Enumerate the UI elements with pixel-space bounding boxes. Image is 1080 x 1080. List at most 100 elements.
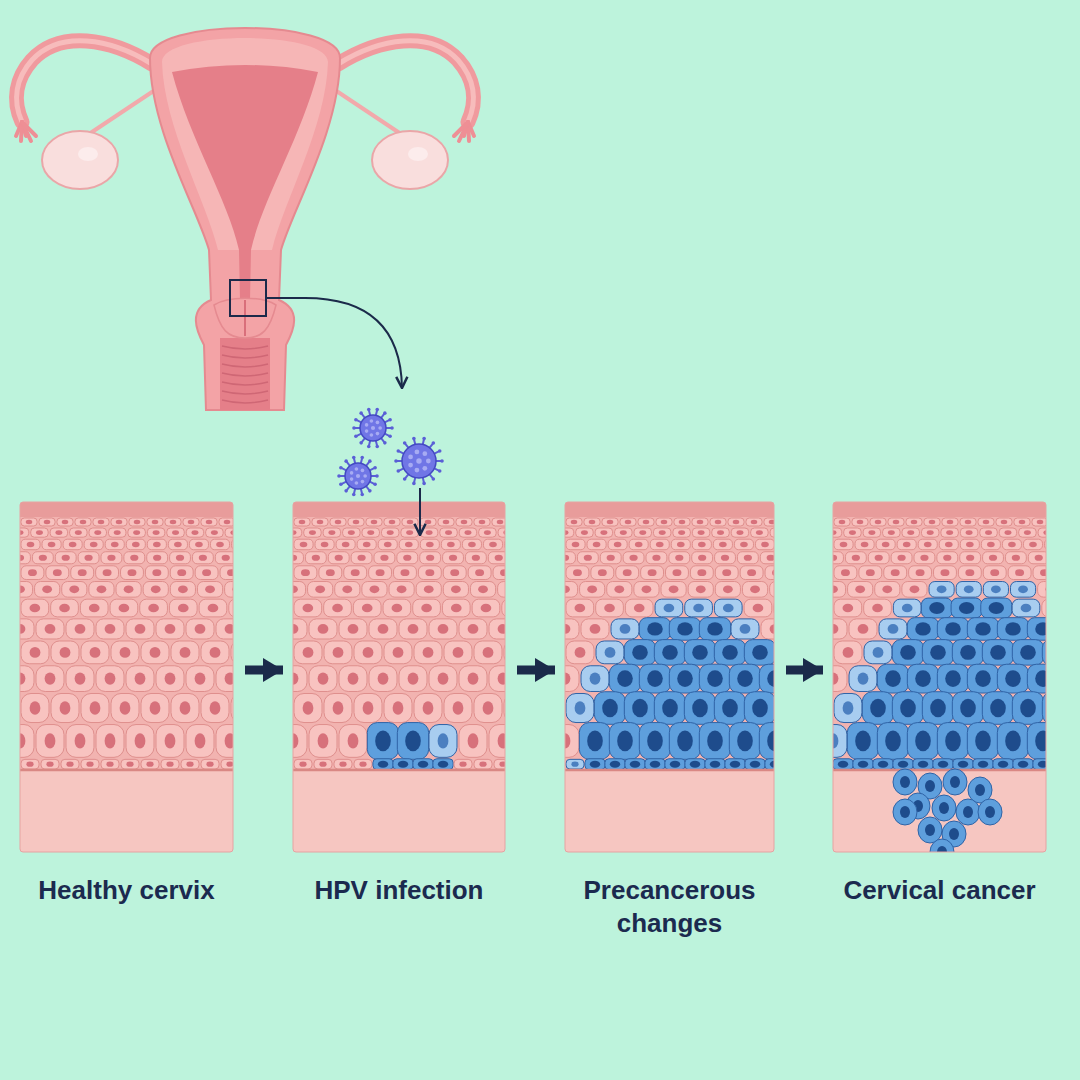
cell-nucleus	[581, 530, 588, 535]
cell-nucleus	[722, 645, 738, 660]
stage-panel: Cervical cancer	[833, 502, 1046, 852]
epithelial-cell	[308, 582, 333, 598]
epithelial-cell	[761, 619, 774, 639]
epithelial-cell	[21, 518, 37, 526]
epithelial-cell	[980, 528, 997, 537]
cell-nucleus	[357, 555, 365, 561]
cell-nucleus	[833, 673, 838, 685]
virus-spike-tip	[438, 449, 442, 453]
epithelial-cell	[712, 528, 729, 537]
epithelial-cell	[760, 552, 774, 564]
cell-nucleus	[362, 604, 373, 613]
cell-nucleus	[135, 673, 146, 685]
epithelial-cell	[983, 552, 1004, 564]
epithelial-cell	[1023, 539, 1042, 550]
cell-nucleus	[293, 673, 298, 685]
cell-nucleus	[900, 645, 916, 660]
epithelium-ground	[20, 502, 233, 852]
epithelial-cell	[197, 582, 222, 598]
abnormal-cell	[655, 599, 683, 617]
cell-nucleus	[451, 604, 462, 613]
cell-nucleus	[939, 802, 949, 814]
epithelial-cell	[20, 619, 34, 639]
cell-nucleus	[707, 731, 723, 752]
epithelial-cell	[960, 518, 976, 526]
cell-nucleus	[841, 569, 850, 576]
epithelial-cell	[634, 582, 659, 598]
epithelial-cell	[294, 566, 317, 580]
cell-nucleus	[861, 542, 869, 548]
cell-nucleus	[348, 733, 359, 748]
abnormal-cell	[1027, 618, 1046, 641]
abnormal-cell	[605, 759, 625, 770]
abnormal-cell	[1042, 640, 1046, 665]
epithelial-cell	[981, 539, 1000, 550]
cell-nucleus	[180, 647, 191, 658]
cell-nucleus	[677, 670, 693, 687]
cell-nucleus	[120, 647, 131, 658]
abnormal-cell	[922, 640, 953, 665]
cell-nucleus	[756, 530, 763, 535]
epithelial-cell	[902, 528, 919, 537]
abnormal-cell	[669, 618, 700, 641]
cell-nucleus	[767, 555, 774, 561]
cell-nucleus	[423, 701, 434, 715]
epithelial-cell	[1002, 539, 1021, 550]
virus-capsomere	[363, 474, 367, 478]
epithelial-cell	[474, 693, 502, 722]
cell-nucleus	[26, 520, 32, 524]
epithelial-cell	[20, 582, 33, 598]
epithelial-cell	[834, 566, 857, 580]
cell-nucleus	[565, 555, 569, 561]
abnormal-cell	[953, 759, 973, 770]
epithelial-cell	[220, 566, 233, 580]
epithelial-cell	[420, 518, 436, 526]
epithelial-cell	[315, 539, 334, 550]
cell-nucleus	[315, 585, 325, 593]
epithelial-cell	[304, 528, 321, 537]
zoom-arrow	[266, 298, 402, 388]
cell-nucleus	[424, 585, 434, 593]
virus-spike-tip	[383, 411, 387, 415]
abnormal-cell	[367, 723, 398, 760]
epithelial-cell	[1042, 599, 1046, 617]
cell-nucleus	[698, 530, 705, 535]
cell-nucleus	[964, 585, 974, 593]
cell-nucleus	[60, 647, 71, 658]
epithelial-cell	[742, 582, 767, 598]
epithelial-cell	[70, 528, 87, 537]
cell-nucleus	[69, 542, 77, 548]
cell-nucleus	[48, 542, 56, 548]
epithelial-cell	[584, 518, 600, 526]
virus-spike-tip	[422, 437, 426, 441]
virus-spike-tip	[375, 408, 379, 412]
cell-nucleus	[949, 828, 959, 840]
epithelial-cell	[328, 552, 349, 564]
cell-nucleus	[186, 762, 193, 767]
cell-nucleus	[107, 555, 115, 561]
cell-nucleus	[750, 585, 760, 593]
epithelial-cell	[80, 599, 108, 617]
epithelial-cell	[468, 566, 491, 580]
virus-spike-tip	[388, 418, 392, 422]
abnormal-cell	[1012, 692, 1043, 725]
abnormal-cell	[705, 759, 725, 770]
abnormal-cell	[1012, 599, 1040, 617]
virus-spike-tip	[339, 482, 343, 486]
abnormal-cell	[892, 692, 923, 725]
cell-nucleus	[882, 585, 892, 593]
cell-nucleus	[53, 569, 62, 576]
cell-nucleus	[737, 731, 753, 752]
abnormal-cell	[967, 723, 998, 760]
uterus-illustration	[16, 28, 474, 410]
cell-nucleus	[858, 673, 869, 685]
cell-nucleus	[348, 624, 359, 634]
epithelial-cell	[566, 539, 585, 550]
cell-nucleus	[878, 761, 888, 768]
cell-nucleus	[28, 569, 37, 576]
epithelial-cell	[746, 518, 762, 526]
abnormal-cell	[699, 618, 730, 641]
cell-nucleus	[593, 542, 601, 548]
